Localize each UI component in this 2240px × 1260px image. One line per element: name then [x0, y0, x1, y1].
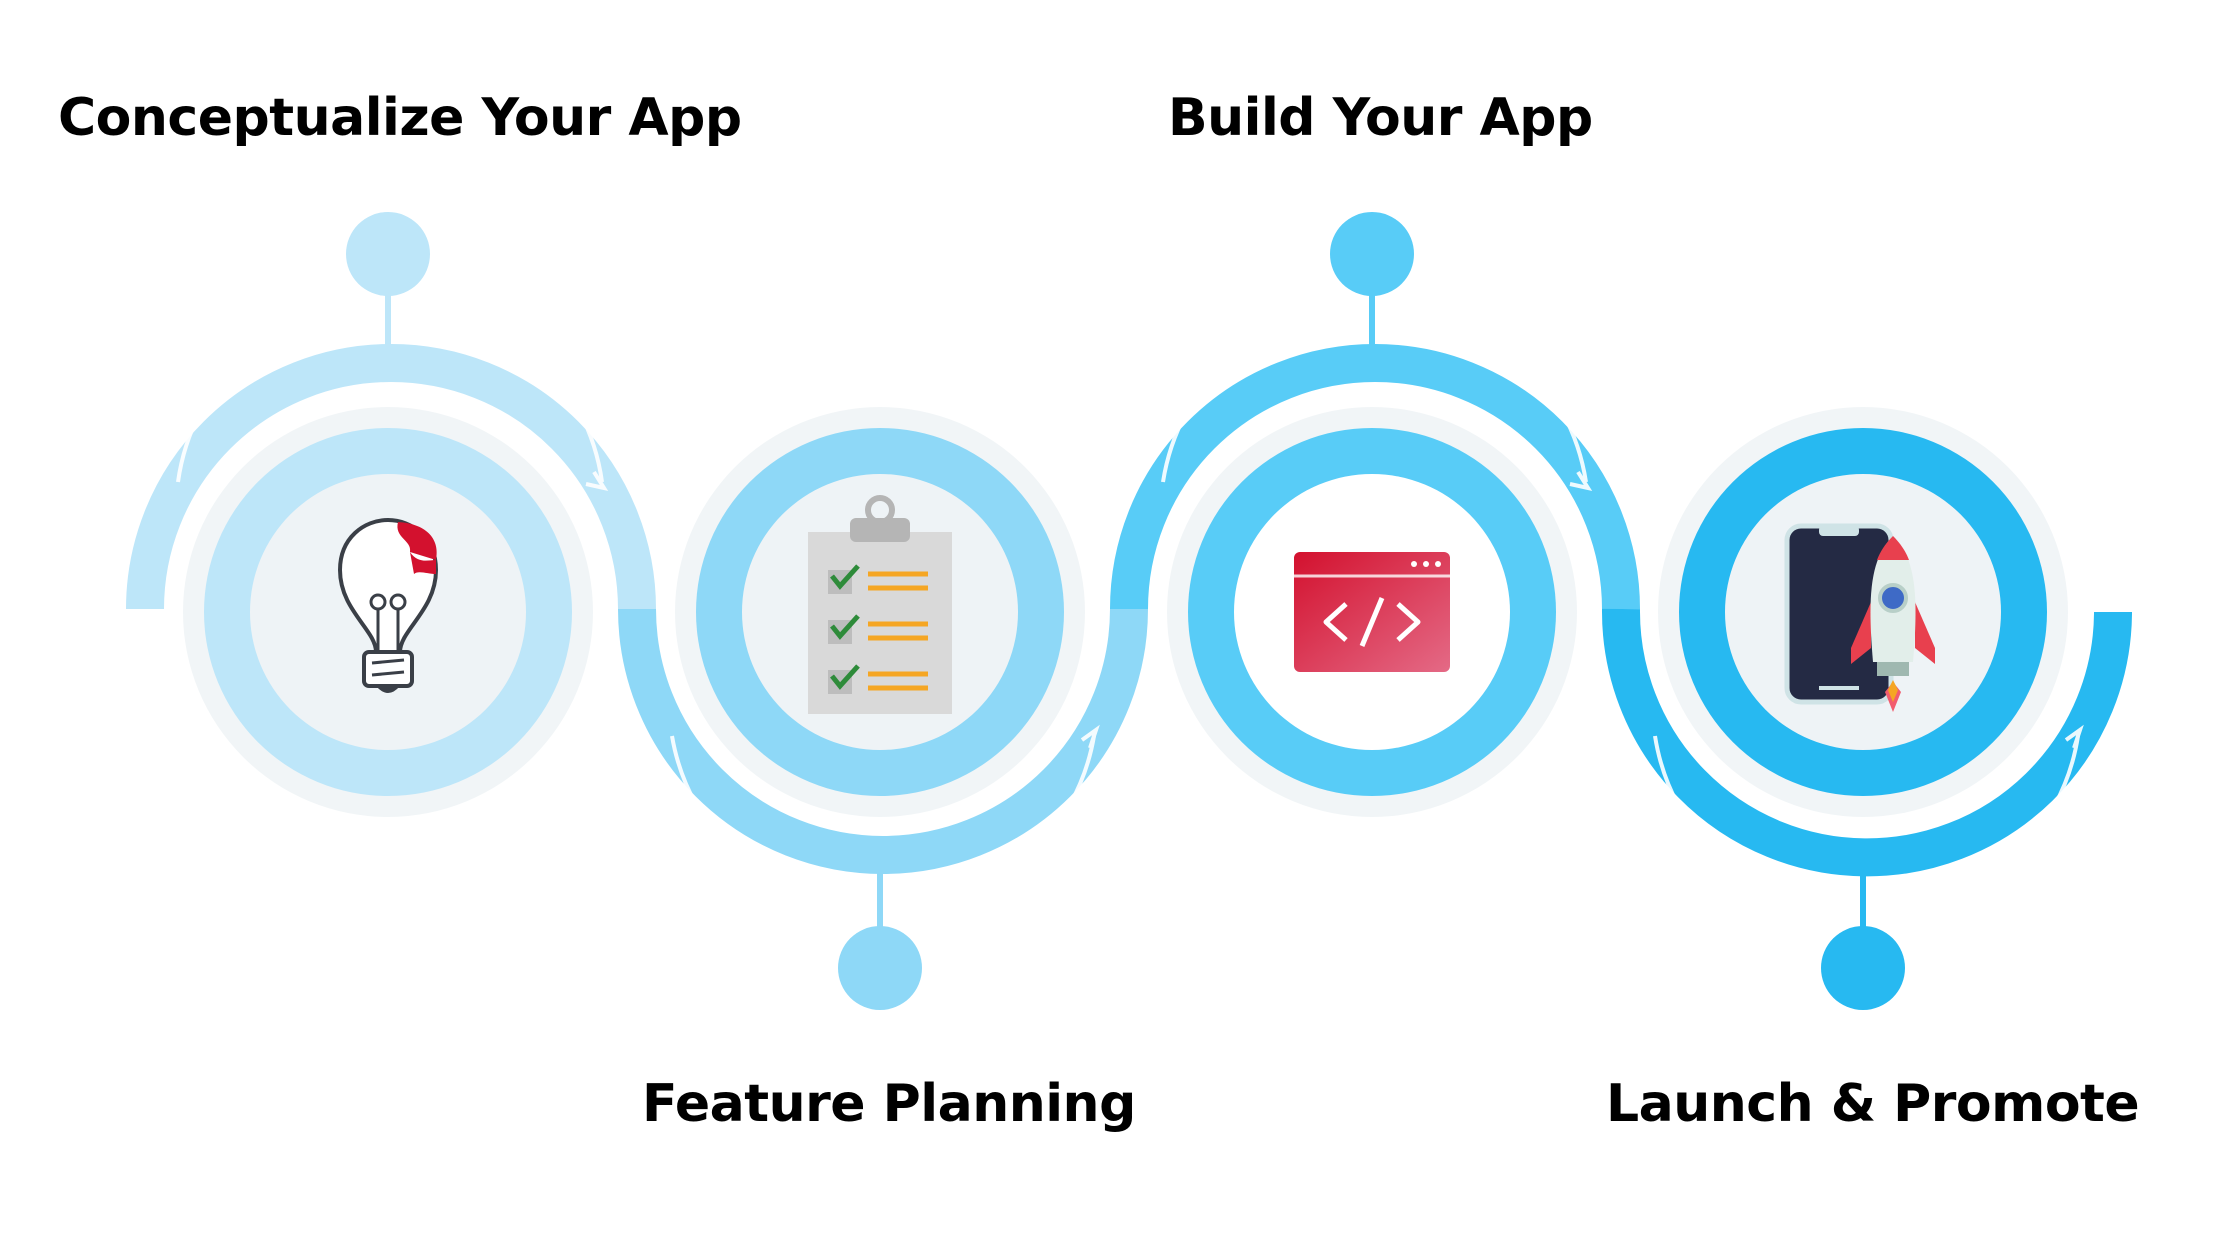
- lightbulb-puzzle-icon: [337, 517, 439, 693]
- checklist-row: [828, 564, 928, 594]
- phone-rocket-icon: [1784, 523, 1935, 712]
- arrow-head-4: [2064, 724, 2084, 749]
- step-label-build: Build Your App: [1168, 88, 1593, 148]
- arrow-head-2: [1080, 724, 1100, 749]
- checklist-row: [828, 664, 928, 694]
- step-label-feature-planning: Feature Planning: [642, 1074, 1136, 1134]
- arrow-head-3: [1569, 470, 1593, 491]
- pin-dot-2: [838, 926, 922, 1010]
- checklist-clipboard-icon: [808, 495, 952, 714]
- arrow-head-1: [585, 470, 609, 491]
- checklist-row: [828, 614, 928, 644]
- step-label-conceptualize: Conceptualize Your App: [58, 88, 742, 148]
- step-label-launch: Launch & Promote: [1606, 1074, 2140, 1134]
- code-window-icon: [1294, 552, 1450, 672]
- timeline-track: [126, 344, 2132, 877]
- track-segment-2: [618, 608, 1148, 874]
- track-segment-4: [1601, 608, 2132, 877]
- pin-dot-3: [1330, 212, 1414, 296]
- arrow-curve-4: [1653, 735, 2080, 920]
- track-segment-3: [1110, 344, 1640, 610]
- track-segment-1: [126, 344, 656, 610]
- connector-pins: [346, 212, 1905, 1010]
- pin-dot-1: [346, 212, 430, 296]
- pin-dot-4: [1821, 926, 1905, 1010]
